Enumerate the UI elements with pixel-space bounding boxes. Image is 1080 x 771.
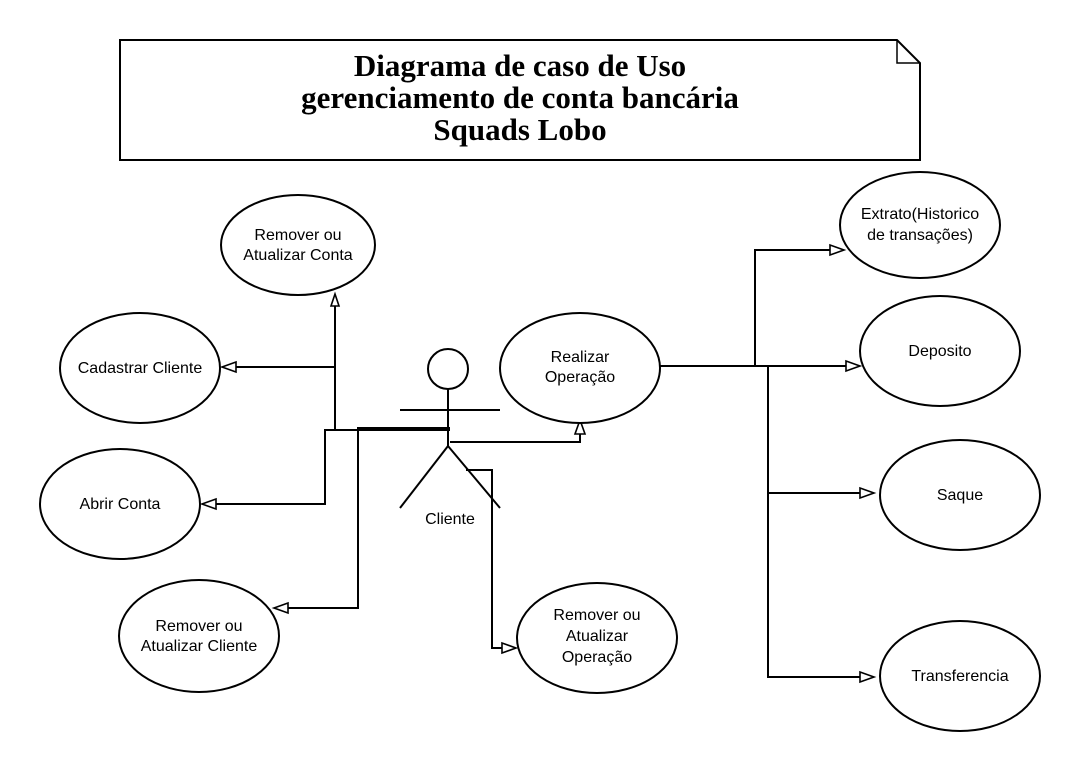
use-case-remover-atualizar-operacao[interactable]: Remover ou Atualizar Operação bbox=[516, 582, 678, 694]
use-case-label: Atualizar Cliente bbox=[141, 638, 258, 655]
use-case-label: Atualizar bbox=[566, 628, 629, 645]
use-case-realizar-operacao[interactable]: Realizar Operação bbox=[499, 312, 661, 424]
use-case-label: de transações) bbox=[867, 227, 973, 244]
use-case-ellipse bbox=[59, 312, 221, 424]
use-case-ellipse bbox=[839, 171, 1001, 279]
use-case-ellipse bbox=[499, 312, 661, 424]
arrowhead-abrir-conta bbox=[199, 497, 217, 511]
title-line-2: gerenciamento de conta bancária bbox=[301, 80, 739, 115]
connector-saque bbox=[767, 366, 870, 494]
actor-label: Cliente bbox=[425, 511, 475, 528]
use-case-deposito[interactable]: Deposito bbox=[859, 295, 1021, 407]
use-case-label: Transferencia bbox=[911, 668, 1008, 685]
use-case-label: Realizar bbox=[551, 349, 610, 366]
use-case-label: Saque bbox=[937, 487, 983, 504]
arrowheads bbox=[199, 243, 877, 684]
note-box bbox=[119, 39, 921, 161]
use-case-transferencia[interactable]: Transferencia bbox=[879, 620, 1041, 732]
connector-abrir-conta bbox=[204, 429, 450, 505]
arrowhead-deposito bbox=[845, 359, 863, 373]
connector-transferencia bbox=[767, 493, 870, 678]
use-case-remover-atualizar-conta[interactable]: Remover ou Atualizar Conta bbox=[220, 194, 376, 296]
arrowhead-cadastrar-cliente bbox=[219, 360, 237, 374]
use-case-label: Operação bbox=[562, 649, 632, 666]
use-case-label: Deposito bbox=[908, 343, 971, 360]
connectors bbox=[204, 249, 870, 678]
arrowhead-realizar-operacao bbox=[573, 417, 587, 435]
arrowhead-remover-cliente bbox=[271, 601, 289, 615]
actor-left-leg bbox=[399, 445, 449, 509]
use-case-label: Remover ou bbox=[553, 607, 640, 624]
connector-remover-cliente bbox=[276, 427, 450, 609]
title-line-1: Diagrama de caso de Uso bbox=[354, 48, 686, 83]
use-case-label: Extrato(Historico bbox=[861, 206, 979, 223]
use-case-ellipse bbox=[879, 439, 1041, 551]
use-case-label: Abrir Conta bbox=[80, 496, 161, 513]
use-case-ellipse bbox=[516, 582, 678, 694]
use-case-label: Operação bbox=[545, 369, 615, 386]
actor-head bbox=[427, 348, 469, 390]
connector-extrato bbox=[754, 249, 842, 366]
use-case-ellipse bbox=[220, 194, 376, 296]
use-case-ellipse bbox=[39, 448, 201, 560]
use-case-extrato[interactable]: Extrato(Historico de transações) bbox=[839, 171, 1001, 279]
use-case-label: Remover ou bbox=[254, 227, 341, 244]
use-case-ellipse bbox=[859, 295, 1021, 407]
use-case-label: Atualizar Conta bbox=[243, 247, 352, 264]
use-case-remover-atualizar-cliente[interactable]: Remover ou Atualizar Cliente bbox=[118, 579, 280, 693]
note-fold bbox=[896, 40, 920, 64]
use-case-ellipse bbox=[879, 620, 1041, 732]
arrowhead-saque bbox=[859, 486, 877, 500]
use-case-cadastrar-cliente[interactable]: Cadastrar Cliente bbox=[59, 312, 221, 424]
use-case-label: Cadastrar Cliente bbox=[78, 360, 203, 377]
arrowhead-remover-operacao bbox=[501, 641, 519, 655]
arrowhead-transferencia bbox=[859, 670, 877, 684]
connector-cadastrar-cliente bbox=[224, 366, 336, 430]
use-case-saque[interactable]: Saque bbox=[879, 439, 1041, 551]
arrowhead-extrato bbox=[829, 243, 847, 257]
title-line-3: Squads Lobo bbox=[433, 112, 606, 147]
actor-cliente[interactable]: Cliente bbox=[399, 348, 501, 528]
arrowhead-remover-conta bbox=[329, 291, 341, 307]
actor-right-leg bbox=[447, 445, 501, 509]
use-case-label: Remover ou bbox=[155, 618, 242, 635]
use-case-ellipse bbox=[118, 579, 280, 693]
connector-realizar-operacao bbox=[450, 422, 581, 443]
use-case-abrir-conta[interactable]: Abrir Conta bbox=[39, 448, 201, 560]
title-note: Diagrama de caso de Uso gerenciamento de… bbox=[119, 39, 921, 161]
